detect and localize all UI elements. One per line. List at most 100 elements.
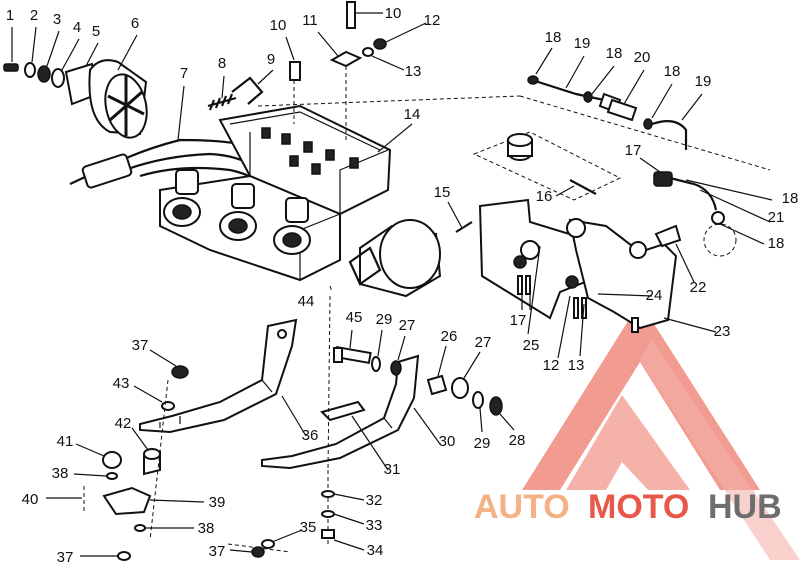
bolt-34 xyxy=(321,529,365,551)
bolt-40 xyxy=(46,486,85,512)
callout-40: 40 xyxy=(22,491,39,508)
callout-2: 2 xyxy=(30,7,38,24)
washer-2 xyxy=(24,26,37,78)
strap-31 xyxy=(320,400,366,422)
bolt-45 xyxy=(333,329,372,365)
spacer-26 xyxy=(426,345,448,396)
callout-18a: 18 xyxy=(545,29,562,46)
washer-33 xyxy=(321,510,365,525)
callout-12a: 12 xyxy=(424,12,441,29)
washer-38-lower xyxy=(134,524,194,532)
callout-29b: 29 xyxy=(474,435,491,452)
callout-25: 25 xyxy=(523,337,540,354)
callout-37c: 37 xyxy=(209,543,226,560)
callout-37b: 37 xyxy=(57,549,74,566)
callout-10a: 10 xyxy=(270,17,287,34)
callout-23: 23 xyxy=(714,323,731,340)
recoil-starter-44 xyxy=(329,219,442,298)
mount-42 xyxy=(131,427,161,476)
callout-45: 45 xyxy=(346,309,363,326)
callout-3: 3 xyxy=(53,11,61,28)
carburetor-middle xyxy=(219,183,257,241)
spring-8 xyxy=(207,93,237,111)
lower-mount-assembly xyxy=(46,295,515,561)
spacer-4 xyxy=(51,38,80,88)
watermark-logo xyxy=(522,302,800,560)
engine-assembly xyxy=(3,1,442,298)
callout-11: 11 xyxy=(302,12,318,29)
callout-24: 24 xyxy=(646,287,663,304)
fitting-17-top xyxy=(639,157,773,245)
washer-38-upper xyxy=(73,472,118,480)
watermark-triangle-right xyxy=(640,340,800,560)
callout-18e: 18 xyxy=(768,235,785,252)
callout-4: 4 xyxy=(73,19,81,36)
screw-1 xyxy=(3,27,19,72)
callout-33: 33 xyxy=(366,517,383,534)
damper-41 xyxy=(75,443,122,469)
callout-30: 30 xyxy=(439,433,456,450)
choke-lever-9 xyxy=(231,76,264,105)
callout-41: 41 xyxy=(57,433,74,450)
washer-29-upper xyxy=(371,329,383,372)
bushing-27-upper xyxy=(390,335,406,376)
bracket-39 xyxy=(102,486,205,516)
nut-37-lower-left xyxy=(80,551,131,561)
callout-38a: 38 xyxy=(52,465,69,482)
nut-12-top xyxy=(373,22,427,50)
watermark-wordmark: AUTO MOTO HUB xyxy=(474,488,782,526)
callout-16: 16 xyxy=(536,188,553,205)
callout-8: 8 xyxy=(218,55,226,72)
callout-18d: 18 xyxy=(782,190,799,207)
callout-39: 39 xyxy=(209,494,226,511)
callout-22: 22 xyxy=(690,279,707,296)
washer-13-top xyxy=(362,47,405,71)
fuel-pump-16 xyxy=(507,133,533,161)
callout-1: 1 xyxy=(6,7,14,24)
cable-junction xyxy=(81,153,133,189)
callout-10b: 10 xyxy=(385,5,402,22)
bracket-11 xyxy=(317,31,363,140)
mount-plate-right xyxy=(568,218,678,330)
shock-22 xyxy=(654,223,737,283)
callout-13b: 13 xyxy=(568,357,585,374)
callout-17a: 17 xyxy=(625,142,642,159)
callout-17b: 17 xyxy=(510,312,527,329)
callout-29a: 29 xyxy=(376,311,393,328)
callout-32: 32 xyxy=(366,492,383,509)
engine-mount-plate xyxy=(447,131,773,359)
callout-6: 6 xyxy=(131,15,139,32)
callout-18b: 18 xyxy=(606,45,623,62)
callout-18c: 18 xyxy=(664,63,681,80)
callout-34: 34 xyxy=(367,542,384,559)
nut-35 xyxy=(227,529,303,553)
callout-19a: 19 xyxy=(574,35,591,52)
carburetor-right xyxy=(273,197,311,255)
callout-35: 35 xyxy=(300,519,317,536)
callout-9: 9 xyxy=(267,51,275,68)
callout-38b: 38 xyxy=(198,520,215,537)
nut-28 xyxy=(489,396,515,431)
mount-bracket-36 xyxy=(139,318,298,434)
callout-14: 14 xyxy=(404,106,421,123)
fuel-filter-20 xyxy=(606,98,638,122)
carburetor-left xyxy=(163,169,201,227)
washer-29-lower xyxy=(472,391,484,433)
callout-19b: 19 xyxy=(695,73,712,90)
watermark-text-auto: AUTO xyxy=(474,488,570,526)
callout-44: 44 xyxy=(298,293,315,310)
watermark-text-moto: MOTO xyxy=(588,488,689,526)
callout-12b: 12 xyxy=(543,357,560,374)
callout-42: 42 xyxy=(115,415,132,432)
bushing-27-lower xyxy=(451,351,481,399)
callout-36: 36 xyxy=(302,427,319,444)
washer-32 xyxy=(321,490,365,501)
callout-28: 28 xyxy=(509,432,526,449)
nut-37-lower-right xyxy=(229,546,265,558)
watermark-triangle-inner xyxy=(566,395,690,490)
callout-15: 15 xyxy=(434,184,451,201)
nut-3 xyxy=(37,30,60,83)
